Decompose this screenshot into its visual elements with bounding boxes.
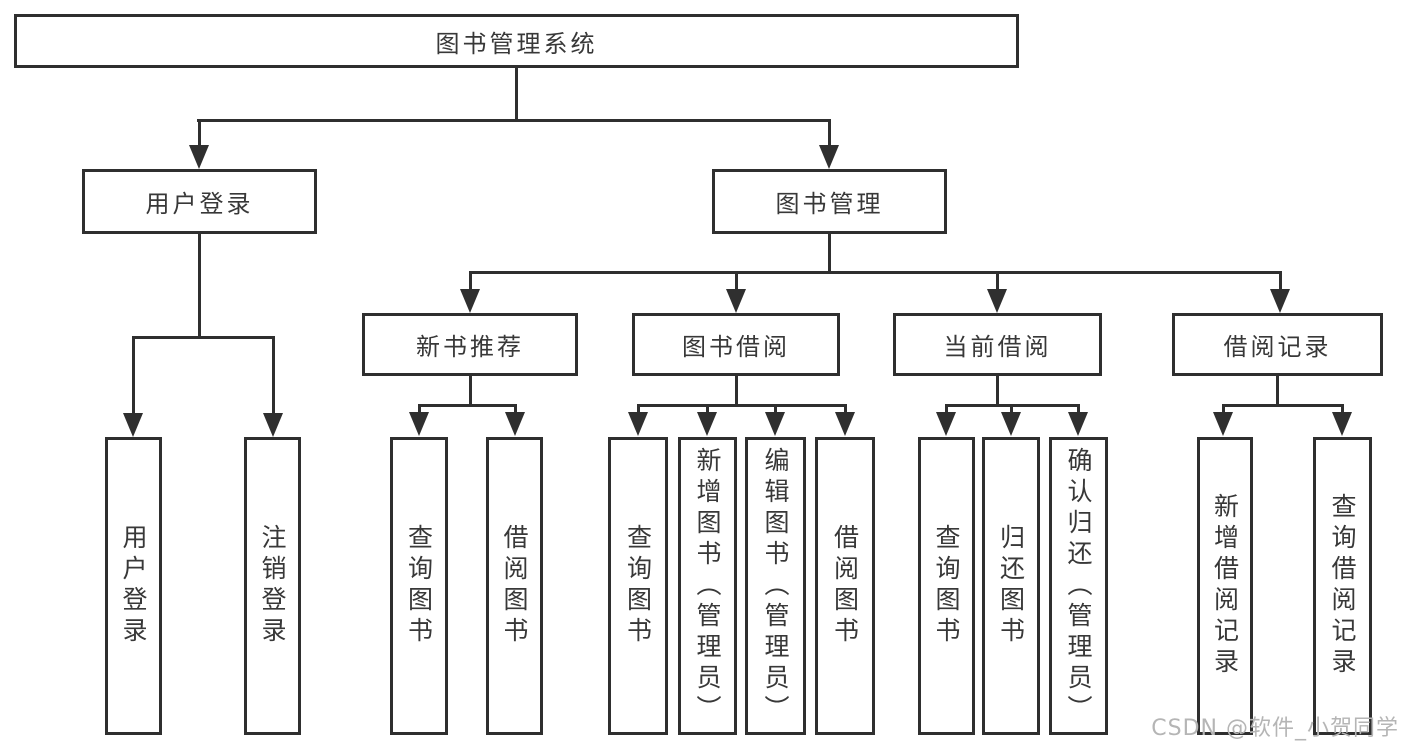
connector-line [198,234,201,339]
node-label: 图书管理 [775,190,884,218]
node-label: 借阅记录 [1223,333,1332,361]
arrow-down-icon [1270,289,1290,313]
connector-line [996,376,999,407]
arrow-down-icon [1332,412,1352,436]
connector-line [469,376,472,407]
connector-line [1279,271,1282,291]
connector-line [198,119,201,147]
leaf-label: 查询借阅记录 [1328,493,1357,679]
arrow-down-icon [1068,412,1088,436]
node-label: 新书推荐 [416,333,524,361]
arrow-down-icon [628,412,648,436]
connector-line [1077,404,1080,414]
leaf-label: 注销登录 [258,524,287,648]
node-book-borrowing: 图书借阅 [632,313,840,376]
connector-line [1010,404,1013,414]
connector-line [828,119,831,147]
leaf-add-borrowing-record: 新增借阅记录 [1197,437,1253,735]
arrow-down-icon [189,145,209,169]
connector-line [418,404,421,414]
connector-line [828,234,831,274]
connector-line [1222,404,1225,414]
connector-line [469,271,472,291]
arrow-down-icon [409,412,429,436]
leaf-query-books-borrowing: 查询图书 [608,437,668,735]
connector-line [844,404,847,414]
arrow-down-icon [263,413,283,437]
leaf-confirm-return-admin: 确认归还（管理员） [1049,437,1108,735]
arrow-down-icon [835,412,855,436]
connector-line [1341,404,1344,414]
node-library-management-system: 图书管理系统 [14,14,1019,68]
leaf-label: 归还图书 [996,524,1026,648]
connector-line [132,336,135,415]
leaf-label: 查询图书 [932,524,961,648]
leaf-return-books: 归还图书 [982,437,1040,735]
connector-line [197,119,831,122]
connector-line [132,336,275,339]
node-borrowing-records: 借阅记录 [1172,313,1383,376]
leaf-user-login: 用户登录 [105,437,162,735]
connector-line [469,271,1282,274]
leaf-borrow-books-recommendation: 借阅图书 [486,437,543,735]
connector-line [1222,404,1344,407]
leaf-label: 查询图书 [623,524,653,648]
connector-line [996,271,999,291]
connector-line [735,376,738,407]
leaf-label: 借阅图书 [500,524,529,648]
node-label: 当前借阅 [943,333,1052,361]
connector-line [515,67,518,121]
connector-line [637,404,847,407]
leaf-label: 编辑图书（管理员） [761,446,790,726]
arrow-down-icon [936,412,956,436]
arrow-down-icon [1213,412,1233,436]
leaf-query-books-current: 查询图书 [918,437,975,735]
connector-line [945,404,948,414]
arrow-down-icon [726,289,746,313]
connector-line [514,404,517,414]
leaf-label: 新增借阅记录 [1210,493,1240,679]
csdn-watermark: CSDN @软件_小贺同学 [1151,716,1399,741]
arrow-down-icon [123,413,143,437]
leaf-edit-books-admin: 编辑图书（管理员） [745,437,806,735]
node-new-book-recommendation: 新书推荐 [362,313,578,376]
node-label: 图书管理系统 [435,29,598,58]
leaf-query-books-recommendation: 查询图书 [390,437,448,735]
leaf-query-borrowing-record: 查询借阅记录 [1313,437,1372,735]
leaf-label: 查询图书 [404,524,434,648]
leaf-label: 确认归还（管理员） [1064,446,1093,726]
arrow-down-icon [765,412,785,436]
leaf-logout: 注销登录 [244,437,301,735]
node-book-management: 图书管理 [712,169,947,234]
connector-line [706,404,709,414]
node-current-borrowing: 当前借阅 [893,313,1102,376]
leaf-add-books-admin: 新增图书（管理员） [678,437,737,735]
node-label: 图书借阅 [682,333,790,361]
arrow-down-icon [819,145,839,169]
node-user-login: 用户登录 [82,169,317,234]
arrow-down-icon [505,412,525,436]
connector-line [774,404,777,414]
arrow-down-icon [1001,412,1021,436]
connector-line [637,404,640,414]
leaf-label: 借阅图书 [830,524,860,648]
connector-line [735,271,738,291]
connector-line [418,404,517,407]
node-label: 用户登录 [145,190,254,218]
connector-line [272,336,275,415]
leaf-borrow-books-borrowing: 借阅图书 [815,437,875,735]
leaf-label: 新增图书（管理员） [693,446,722,726]
arrow-down-icon [697,412,717,436]
leaf-label: 用户登录 [119,524,148,648]
arrow-down-icon [460,289,480,313]
arrow-down-icon [987,289,1007,313]
connector-line [1276,376,1279,407]
